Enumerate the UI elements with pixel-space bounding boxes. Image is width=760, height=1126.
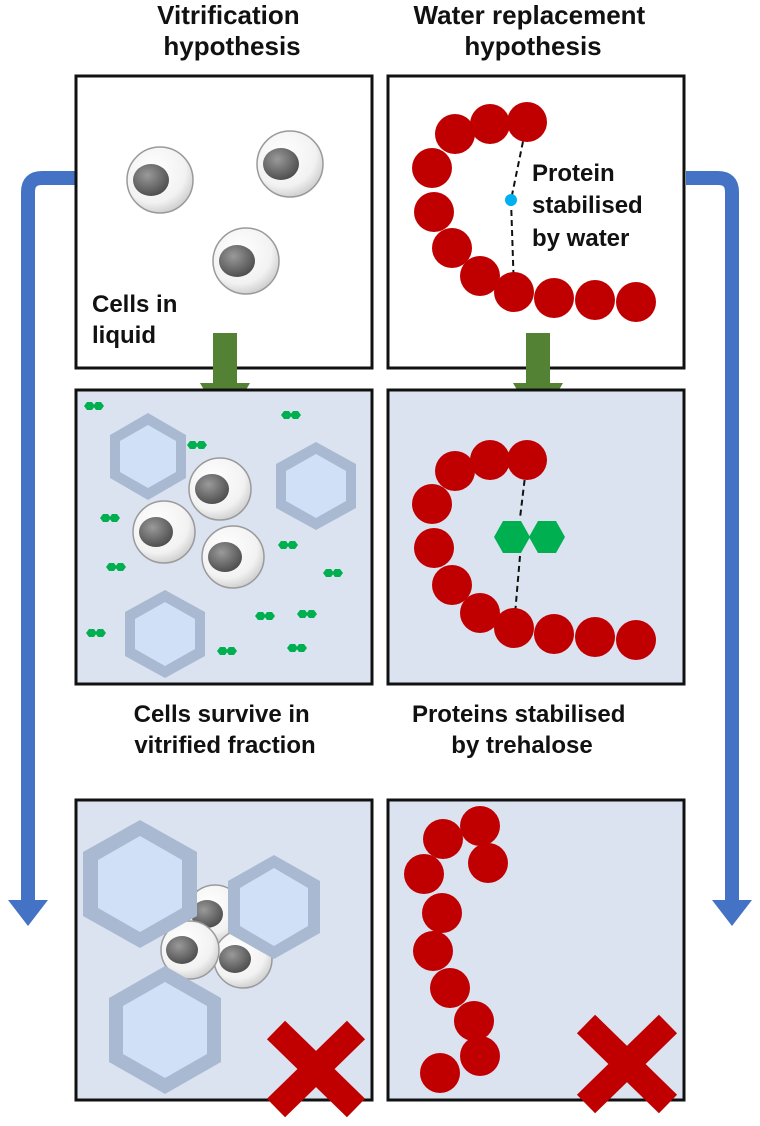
ice-crystal-icon (83, 820, 197, 948)
protein-chain (412, 102, 656, 322)
cell-icon (212, 227, 280, 295)
ice-crystal-icon (228, 855, 320, 959)
protein-by-water-label: Protein stabilised by water (532, 160, 649, 252)
cell-icon (256, 130, 324, 198)
cell-icon (132, 500, 196, 564)
ice-crystal-icon (125, 590, 205, 678)
cells-survive-label: Cells survive in vitrified fraction (134, 701, 317, 759)
cell-icon (160, 920, 220, 980)
vitrification-heading: Vitrification hypothesis (157, 0, 307, 61)
trehalose-icon (494, 521, 565, 553)
water-replacement-heading: Water replacement hypothesis (414, 0, 653, 61)
protein-chain (412, 440, 656, 660)
panel-protein-unfolded (386, 798, 686, 1114)
panel-protein-by-trehalose (386, 388, 686, 686)
panel-protein-by-water: Protein stabilised by water (386, 74, 686, 370)
cells-in-liquid-label: Cells in liquid (92, 291, 184, 349)
cell-icon (126, 146, 194, 214)
ice-crystal-icon (276, 442, 356, 530)
protein-chain (404, 806, 508, 1093)
ice-crystal-icon (110, 413, 186, 500)
ice-crystal-icon (109, 966, 221, 1094)
panel-cells-in-liquid: Cells in liquid (74, 74, 374, 370)
vitrification-side-arrow (8, 171, 76, 926)
cell-icon (201, 525, 265, 589)
trehalose-icon (84, 402, 343, 655)
proteins-trehalose-label: Proteins stabilised by trehalose (412, 701, 632, 759)
water-replacement-side-arrow (686, 171, 752, 926)
fail-cross-icon (266, 1020, 366, 1118)
water-molecule-icon (505, 194, 517, 206)
panel-vitrified (74, 388, 374, 686)
fail-cross-icon (576, 1014, 678, 1114)
cell-icon (188, 457, 252, 521)
panel-ice-damage (74, 798, 374, 1118)
